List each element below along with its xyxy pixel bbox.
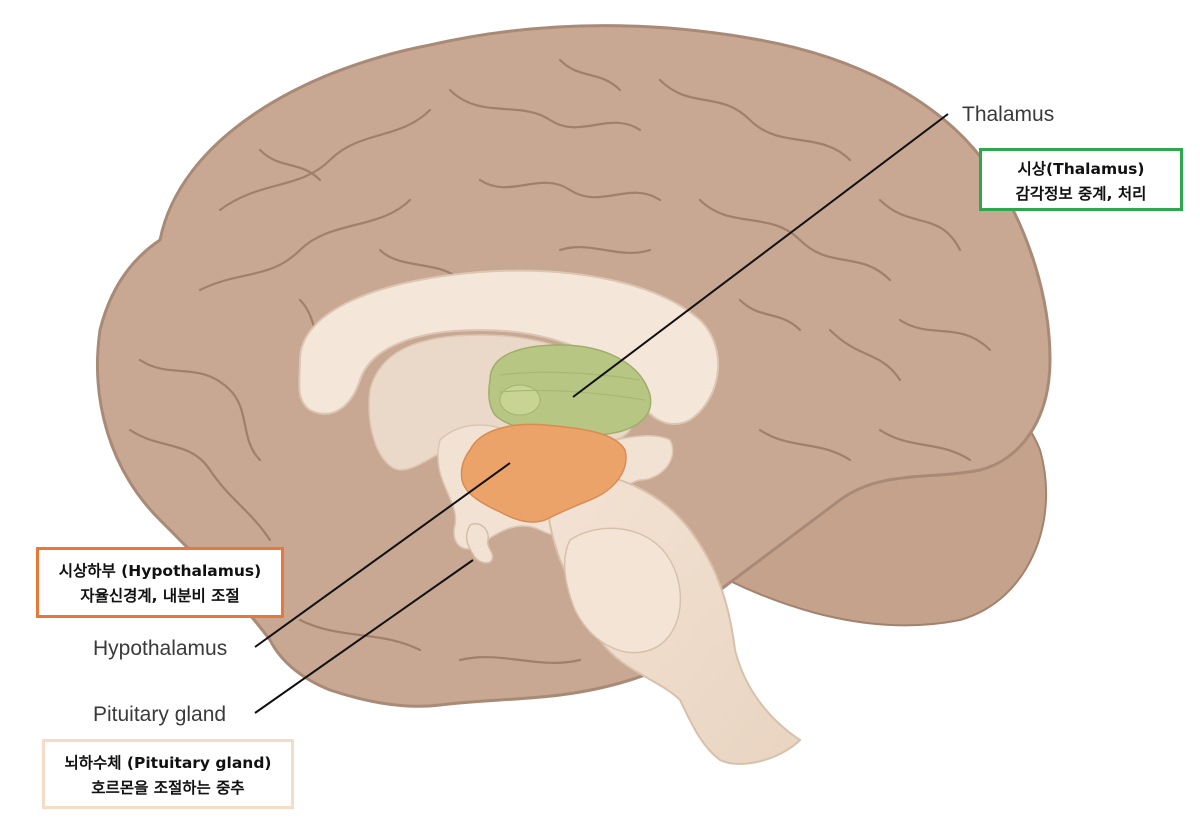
thalamus-nucleus: [499, 384, 541, 416]
label-pituitary: Pituitary gland: [93, 703, 227, 726]
annotation-hypothalamus-desc: 자율신경계, 내분비 조절: [80, 587, 240, 605]
annotation-thalamus-title: 시상(Thalamus): [1017, 160, 1145, 178]
leader-lines: [254, 113, 949, 714]
annotation-pituitary-desc: 호르몬을 조절하는 중추: [91, 779, 245, 797]
annotation-box-pituitary: 뇌하수체 (Pituitary gland) 호르몬을 조절하는 중추: [42, 739, 294, 809]
annotation-thalamus-desc: 감각정보 중계, 처리: [1015, 185, 1147, 203]
annotation-box-hypothalamus: 시상하부 (Hypothalamus) 자율신경계, 내분비 조절: [36, 547, 284, 618]
corpus-callosum: [298, 269, 720, 425]
hypothalamus-shape: [460, 423, 627, 523]
annotation-hypothalamus-title: 시상하부 (Hypothalamus): [58, 562, 262, 580]
pons-shape: [563, 527, 682, 654]
annotation-pituitary-title: 뇌하수체 (Pituitary gland): [64, 754, 272, 772]
label-thalamus: Thalamus: [962, 103, 1055, 126]
label-hypothalamus: Hypothalamus: [93, 637, 228, 660]
annotation-box-thalamus: 시상(Thalamus) 감각정보 중계, 처리: [979, 148, 1183, 211]
leader-line-hypothalamus: [254, 462, 511, 648]
thalamus-striations: [499, 371, 646, 401]
leader-line-pituitary: [254, 559, 474, 714]
leader-line-thalamus: [572, 113, 949, 398]
pituitary-shape: [465, 523, 494, 564]
